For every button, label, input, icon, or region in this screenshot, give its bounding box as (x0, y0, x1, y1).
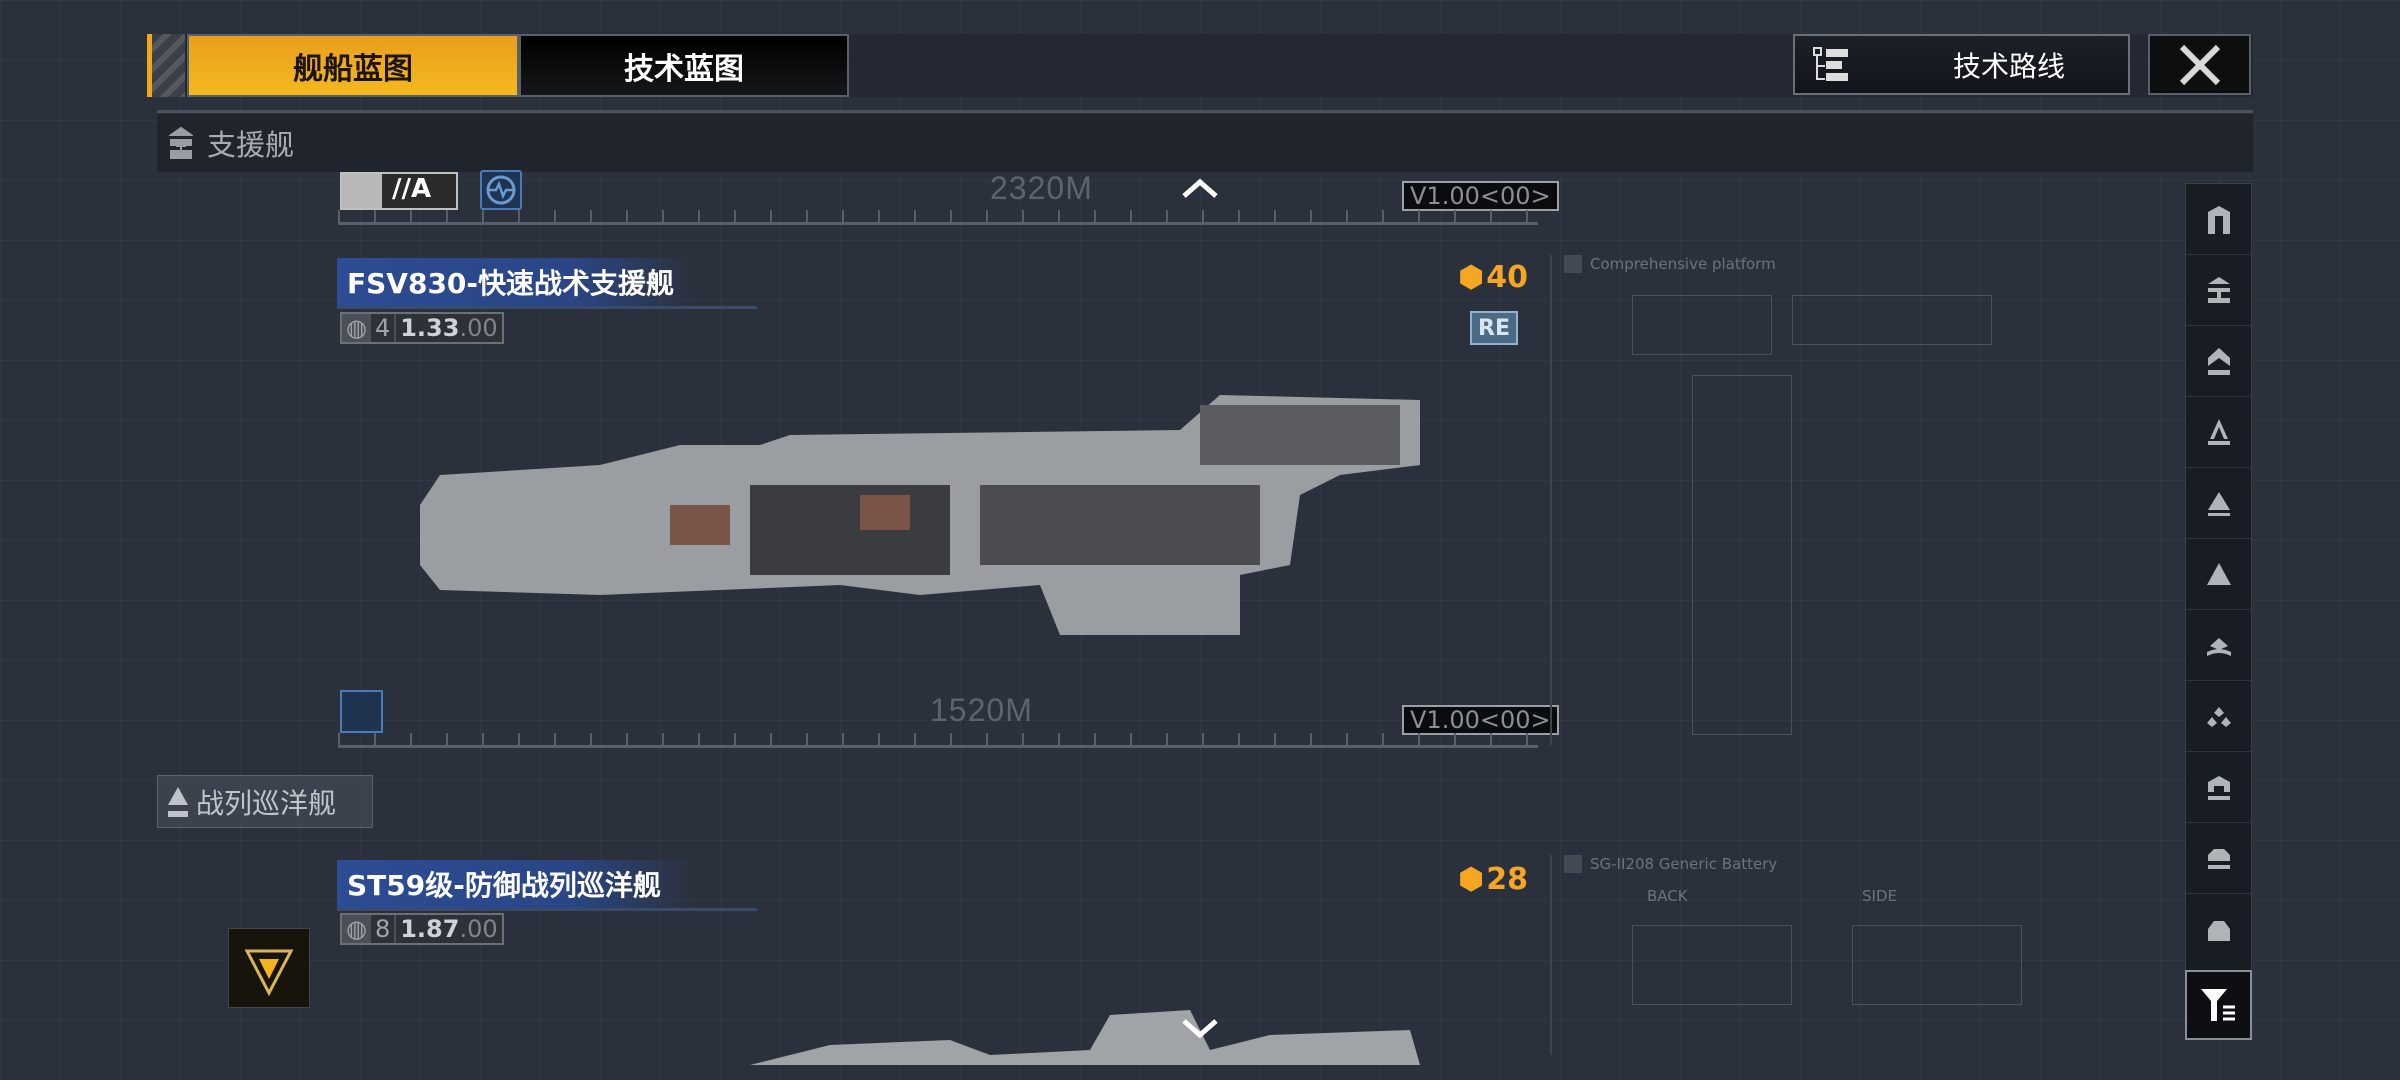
close-icon (2179, 44, 2220, 85)
battlecruiser-icon (168, 786, 188, 817)
sidebar-item-support[interactable] (2186, 255, 2251, 326)
version-label: V1.00<00> (1402, 705, 1559, 735)
ship-name: ST59级-防御战列巡洋舰 (347, 869, 661, 902)
blueprint-label: SG-II208 Generic Battery (1590, 855, 1778, 873)
scale-label-top: 2320M (990, 170, 1093, 206)
stat-decimal: .00 (459, 314, 498, 342)
dome-icon (2207, 920, 2230, 941)
tree-list-icon (1813, 46, 1848, 81)
station-icon (2207, 776, 2230, 800)
ship-name: FSV830-快速战术支援舰 (347, 267, 675, 300)
globe-icon: ◍ (346, 915, 367, 943)
tab-label: 技术蓝图 (624, 51, 744, 87)
category-title: 战列巡洋舰 (196, 786, 337, 820)
sidebar-item-dome[interactable] (2186, 894, 2251, 965)
back-view-label: BACK (1647, 887, 1688, 905)
pulse-icon (340, 690, 383, 733)
support-icon (2207, 277, 2230, 303)
blueprint-panel: SG-II208 Generic Battery BACK SIDE (1550, 855, 2065, 1055)
class-tag-label: //A (392, 174, 432, 204)
decor-stripe (147, 34, 185, 97)
corvette-icon (2206, 638, 2231, 656)
battlecruiser-icon (2207, 348, 2230, 375)
re-badge: RE (1470, 311, 1518, 345)
sidebar-item-carrier[interactable] (2186, 184, 2251, 255)
category-header-battlecruiser: 战列巡洋舰 (157, 775, 373, 828)
globe-icon: ◍ (346, 314, 367, 342)
category-header: 支援舰 (157, 114, 2253, 172)
ship-type-sidebar (2185, 183, 2252, 1040)
scale-label-bottom: 1520M (930, 692, 1033, 728)
score-value: 40 (1486, 260, 1528, 295)
ship-model-st59[interactable] (750, 1010, 1420, 1065)
tab-label: 舰船蓝图 (293, 51, 413, 87)
tech-route-button[interactable]: 技术路线 (1793, 34, 2130, 95)
stat-value: 1.33 (400, 314, 460, 342)
ruler (338, 745, 1538, 748)
tab-tech-blueprint[interactable]: 技术蓝图 (519, 34, 849, 97)
rank-emblem-icon (342, 174, 382, 208)
ship-title[interactable]: ST59级-防御战列巡洋舰 (337, 860, 757, 911)
close-button[interactable] (2148, 34, 2251, 95)
destroyer-icon (2207, 492, 2230, 516)
stat-decimal: .00 (459, 915, 498, 943)
tab-ship-blueprint[interactable]: 舰船蓝图 (187, 34, 519, 97)
score-value: 28 (1486, 862, 1528, 897)
support-ship-icon (169, 126, 193, 159)
category-title: 支援舰 (207, 128, 295, 162)
class-tag: //A (340, 172, 458, 210)
sidebar-item-destroyer[interactable] (2186, 468, 2251, 539)
scroll-up-chevron-icon[interactable] (1180, 176, 1220, 202)
star-hex-icon: ⬢ (1458, 260, 1485, 295)
sidebar-item-hangar[interactable] (2186, 823, 2251, 894)
sidebar-item-station[interactable] (2186, 752, 2251, 823)
blueprint-panel: Comprehensive platform (1550, 255, 2065, 745)
frigate-icon (2206, 563, 2231, 585)
re-badge-label: RE (1478, 315, 1510, 341)
hangar-icon (2207, 849, 2230, 869)
cruiser-icon (2207, 419, 2230, 445)
ruler-ticks (338, 210, 1538, 222)
ship-title[interactable]: FSV830-快速战术支援舰 (337, 258, 757, 309)
ruler (338, 222, 1538, 225)
stat-value: 1.87 (400, 915, 460, 943)
ruler-ticks (338, 733, 1538, 745)
filter-button[interactable] (2185, 970, 2252, 1040)
blueprint-label: Comprehensive platform (1590, 255, 1776, 273)
divider (157, 110, 2253, 113)
star-hex-icon: ⬢ (1458, 862, 1485, 897)
version-label: V1.00<00> (1402, 181, 1559, 211)
tech-route-label: 技术路线 (1953, 49, 2066, 83)
scroll-down-chevron-icon[interactable] (1180, 1015, 1220, 1041)
sidebar-item-fighter[interactable] (2186, 681, 2251, 752)
stat-count: 4 (370, 314, 395, 342)
pulse-icon (480, 170, 522, 210)
sidebar-item-cruiser[interactable] (2186, 397, 2251, 468)
sidebar-item-corvette[interactable] (2186, 610, 2251, 681)
sidebar-item-battlecruiser[interactable] (2186, 326, 2251, 397)
score: ⬢40 (1458, 260, 1528, 295)
sidebar-item-frigate[interactable] (2186, 539, 2251, 610)
ship-model-fsv830[interactable] (420, 385, 1420, 640)
stat-count: 8 (370, 915, 395, 943)
fighter-icon (2206, 707, 2231, 727)
gold-rank-badge[interactable] (228, 928, 310, 1008)
score: ⬢28 (1458, 862, 1528, 897)
carrier-icon (2207, 206, 2230, 234)
filter-icon (2200, 989, 2235, 1021)
side-view-label: SIDE (1862, 887, 1897, 905)
